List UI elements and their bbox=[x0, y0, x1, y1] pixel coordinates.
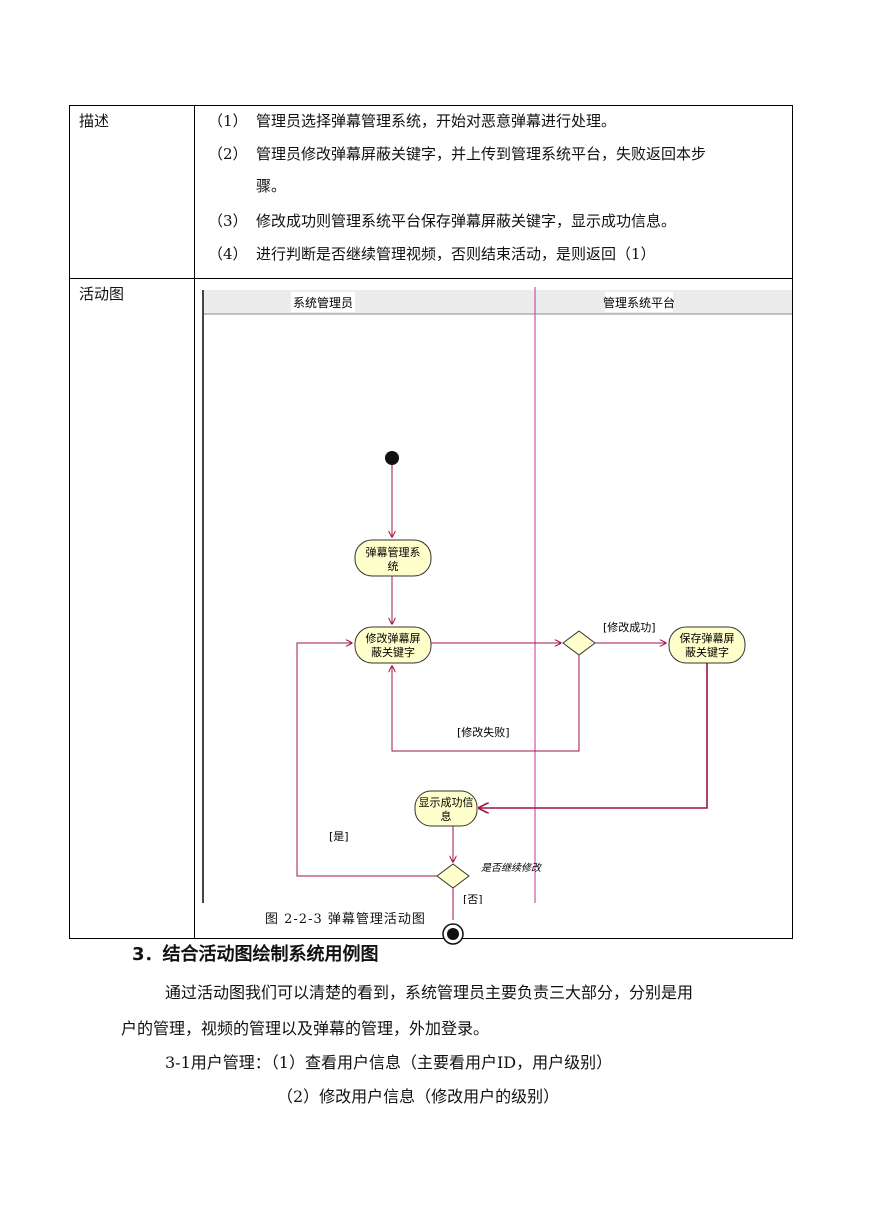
step-4: （4） 进行判断是否继续管理视频，否则结束活动，是则返回（1） bbox=[208, 243, 656, 264]
action-modify-keywords bbox=[354, 626, 432, 664]
guard-yes: [是] bbox=[329, 830, 349, 843]
step-1-number: （1） bbox=[208, 112, 248, 130]
table-column-divider bbox=[194, 106, 195, 938]
action-save-label-1: 保存弹幕屏 bbox=[680, 631, 735, 645]
lane-right-label-bg bbox=[605, 292, 673, 312]
guard-fail: [修改失败] bbox=[457, 725, 510, 739]
lane-left-label: 系统管理员 bbox=[293, 295, 353, 310]
action-danmu-label-2: 统 bbox=[388, 560, 399, 573]
action-modify-label-1: 修改弹幕屏 bbox=[366, 631, 421, 645]
step-2-text: 管理员修改弹幕屏蔽关键字，并上传到管理系统平台，失败返回本步 bbox=[256, 145, 707, 163]
figure-caption: 图 2-2-3 弹幕管理活动图 bbox=[265, 912, 426, 927]
paragraph-line-2: 户的管理，视频的管理以及弹幕的管理，外加登录。 bbox=[121, 1019, 490, 1038]
step-4-text: 进行判断是否继续管理视频，否则结束活动，是则返回（1） bbox=[256, 245, 656, 263]
decision-continue-label: 是否继续修改 bbox=[481, 862, 543, 874]
user-management-item-1: 3-1用户管理：（1）查看用户信息（主要看用户ID，用户级别） bbox=[165, 1053, 613, 1072]
flow-save-to-show bbox=[479, 663, 708, 808]
use-case-table: 描述 活动图 （1） 管理员选择弹幕管理系统，开始对恶意弹幕进行处理。 （2） 管理… bbox=[69, 105, 793, 945]
step-4-number: （4） bbox=[208, 245, 248, 263]
flow-yes-loop bbox=[296, 643, 437, 877]
step-2-continuation: 骤。 bbox=[256, 177, 287, 195]
section-heading: 3．结合活动图绘制系统用例图 bbox=[132, 944, 379, 965]
guard-no: [否] bbox=[463, 893, 483, 904]
decision-upload-result bbox=[562, 630, 596, 656]
step-3-text: 修改成功则管理系统平台保存弹幕屏蔽关键字，显示成功信息。 bbox=[256, 212, 677, 230]
action-danmu-system bbox=[354, 539, 432, 577]
lane-right-label: 管理系统平台 bbox=[603, 295, 675, 310]
action-modify-label-2: 蔽关键字 bbox=[371, 645, 415, 659]
table-row-divider bbox=[70, 278, 792, 279]
step-2-number: （2） bbox=[208, 145, 248, 163]
paragraph-line-1: 通过活动图我们可以清楚的看到，系统管理员主要负责三大部分，分别是用 bbox=[165, 983, 694, 1002]
end-node-core bbox=[447, 928, 459, 940]
activity-diagram-end bbox=[442, 904, 464, 945]
row-label-activity-diagram: 活动图 bbox=[79, 285, 125, 303]
step-1-text: 管理员选择弹幕管理系统，开始对恶意弹幕进行处理。 bbox=[256, 112, 617, 130]
flow-fail-loop bbox=[392, 655, 580, 752]
action-show-success bbox=[414, 790, 478, 827]
lane-left-label-bg bbox=[291, 292, 355, 312]
activity-diagram: 系统管理员 管理系统平台 弹幕管理系 统 修改弹幕屏 蔽关键字 [修改成功] [… bbox=[202, 287, 792, 904]
user-management-item-2: （2）修改用户信息（修改用户的级别） bbox=[277, 1087, 560, 1106]
row-label-description: 描述 bbox=[79, 112, 110, 130]
action-show-label-2: 息 bbox=[441, 809, 452, 823]
guard-success: [修改成功] bbox=[603, 620, 656, 634]
decision-continue bbox=[436, 863, 470, 889]
start-node bbox=[385, 451, 399, 465]
action-save-label-2: 蔽关键字 bbox=[685, 645, 729, 659]
action-show-label-1: 显示成功信 bbox=[419, 796, 474, 809]
step-2: （2） 管理员修改弹幕屏蔽关键字，并上传到管理系统平台，失败返回本步 bbox=[208, 143, 706, 164]
action-danmu-label-1: 弹幕管理系 bbox=[366, 545, 421, 559]
step-1: （1） 管理员选择弹幕管理系统，开始对恶意弹幕进行处理。 bbox=[208, 110, 616, 131]
step-3: （3） 修改成功则管理系统平台保存弹幕屏蔽关键字，显示成功信息。 bbox=[208, 210, 676, 231]
step-3-number: （3） bbox=[208, 212, 248, 230]
